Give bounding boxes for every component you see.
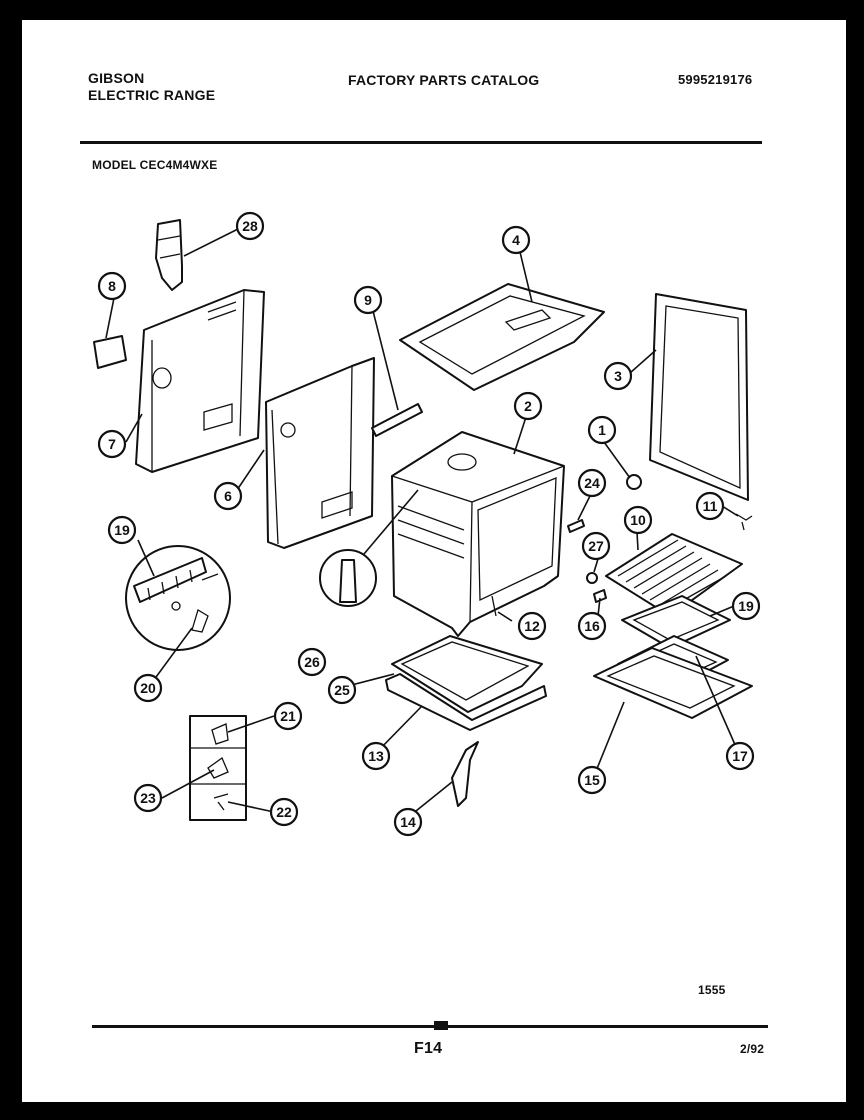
footer-rule bbox=[92, 1025, 768, 1028]
brand-name: GIBSON bbox=[88, 70, 145, 86]
part-14-hanger bbox=[451, 741, 479, 807]
callout-11: 11 bbox=[695, 491, 725, 521]
callout-2: 2 bbox=[513, 391, 543, 421]
part-10-rack bbox=[605, 533, 743, 617]
callout-24: 24 bbox=[577, 468, 607, 498]
svg-text:13: 13 bbox=[368, 748, 384, 764]
svg-text:24: 24 bbox=[584, 475, 600, 491]
callout-15: 15 bbox=[577, 765, 607, 795]
callout-25: 25 bbox=[327, 675, 357, 705]
svg-text:2: 2 bbox=[524, 398, 532, 414]
callout-13: 13 bbox=[361, 741, 391, 771]
callout-19-right: 19 bbox=[731, 591, 761, 621]
svg-text:1: 1 bbox=[598, 422, 606, 438]
part-13-drawer bbox=[385, 673, 547, 731]
svg-text:21: 21 bbox=[280, 708, 296, 724]
callout-8: 8 bbox=[97, 271, 127, 301]
part-4-top-panel bbox=[399, 283, 605, 391]
part-9-strip bbox=[371, 403, 423, 437]
svg-text:26: 26 bbox=[304, 654, 320, 670]
callout-10: 10 bbox=[623, 505, 653, 535]
callout-27: 27 bbox=[581, 531, 611, 561]
svg-text:9: 9 bbox=[364, 292, 372, 308]
exploded-parts-diagram: 28 8 9 4 3 7 2 1 6 24 11 10 27 19 19 16 … bbox=[93, 211, 761, 837]
svg-text:23: 23 bbox=[140, 790, 156, 806]
svg-text:12: 12 bbox=[524, 618, 540, 634]
callout-14: 14 bbox=[393, 807, 423, 837]
svg-text:19: 19 bbox=[114, 522, 130, 538]
svg-text:20: 20 bbox=[140, 680, 156, 696]
part-3-frame bbox=[649, 293, 749, 501]
callout-21: 21 bbox=[273, 701, 303, 731]
diagram-code: 1555 bbox=[698, 983, 726, 997]
callout-12: 12 bbox=[517, 611, 547, 641]
callout-19-detail: 19 bbox=[107, 515, 137, 545]
svg-text:27: 27 bbox=[588, 538, 604, 554]
svg-text:3: 3 bbox=[614, 368, 622, 384]
svg-text:4: 4 bbox=[512, 232, 520, 248]
callout-28: 28 bbox=[235, 211, 265, 241]
svg-text:8: 8 bbox=[108, 278, 116, 294]
callout-9: 9 bbox=[353, 285, 383, 315]
brand-block: GIBSON ELECTRIC RANGE bbox=[88, 70, 215, 104]
page-code: F14 bbox=[414, 1040, 443, 1057]
model-number: MODEL CEC4M4WXE bbox=[92, 158, 218, 172]
part-27-16-fasteners bbox=[586, 572, 607, 603]
revision-date: 2/92 bbox=[740, 1042, 765, 1056]
callout-20: 20 bbox=[133, 673, 163, 703]
part-1-knob bbox=[626, 474, 642, 490]
svg-text:28: 28 bbox=[242, 218, 258, 234]
svg-text:7: 7 bbox=[108, 436, 116, 452]
detail-19-20-circle bbox=[125, 545, 231, 651]
svg-text:19: 19 bbox=[738, 598, 754, 614]
footer-rule-tick bbox=[434, 1021, 448, 1030]
svg-text:17: 17 bbox=[732, 748, 748, 764]
callout-17: 17 bbox=[725, 741, 755, 771]
callout-7: 7 bbox=[97, 429, 127, 459]
callout-6: 6 bbox=[213, 481, 243, 511]
callout-16: 16 bbox=[577, 611, 607, 641]
part-25-tray bbox=[391, 635, 543, 713]
part-28-bracket bbox=[155, 219, 183, 291]
header-rule bbox=[80, 141, 762, 144]
part-8-plate bbox=[93, 335, 127, 369]
callout-23: 23 bbox=[133, 783, 163, 813]
part-6-rear-panel bbox=[265, 357, 375, 549]
product-type: ELECTRIC RANGE bbox=[88, 87, 216, 103]
detail-26-circle bbox=[319, 489, 419, 607]
svg-text:25: 25 bbox=[334, 682, 350, 698]
svg-text:15: 15 bbox=[584, 772, 600, 788]
callout-26: 26 bbox=[297, 647, 327, 677]
catalog-title: FACTORY PARTS CATALOG bbox=[348, 72, 540, 88]
part-11-clip bbox=[735, 513, 753, 531]
part-7-side-panel bbox=[135, 289, 265, 473]
part-2-oven-body bbox=[391, 431, 565, 637]
svg-text:22: 22 bbox=[276, 804, 292, 820]
part-19-insert bbox=[621, 595, 731, 649]
callout-22: 22 bbox=[269, 797, 299, 827]
svg-text:14: 14 bbox=[400, 814, 416, 830]
callout-1: 1 bbox=[587, 415, 617, 445]
catalog-part-number: 5995219176 bbox=[678, 72, 753, 87]
part-15-frame bbox=[593, 647, 753, 719]
svg-text:11: 11 bbox=[703, 498, 718, 514]
callout-4: 4 bbox=[501, 225, 531, 255]
part-12-pin bbox=[491, 595, 497, 617]
parts-21-23-box bbox=[189, 715, 247, 821]
part-24-pin bbox=[567, 519, 585, 533]
callout-3: 3 bbox=[603, 361, 633, 391]
parts-sheet: GIBSON ELECTRIC RANGE FACTORY PARTS CATA… bbox=[22, 20, 846, 1102]
svg-text:10: 10 bbox=[630, 512, 646, 528]
svg-text:16: 16 bbox=[584, 618, 600, 634]
svg-text:6: 6 bbox=[224, 488, 232, 504]
